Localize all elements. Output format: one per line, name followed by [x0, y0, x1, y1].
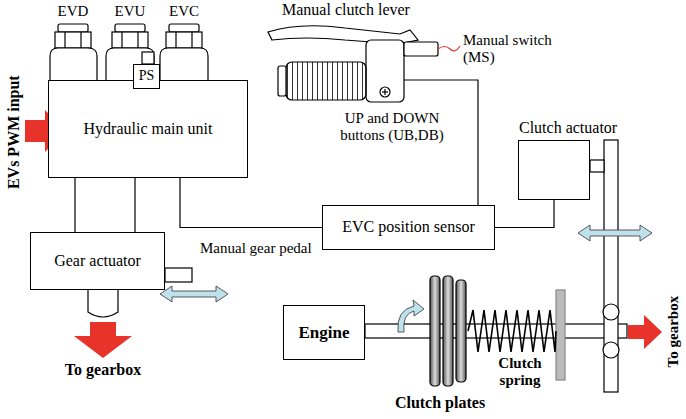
manual-switch-wire	[438, 46, 460, 51]
node-label: Hydraulic main unit	[84, 120, 213, 138]
connector-line	[495, 200, 554, 228]
part-label: Manual gear pedal	[200, 240, 312, 257]
node-label: EVC position sensor	[342, 218, 474, 236]
part-label: UP and DOWN buttons (UB,DB)	[326, 110, 458, 145]
node-label: Engine	[298, 323, 349, 343]
pressure-plate	[556, 290, 565, 380]
switch-body	[404, 42, 438, 56]
part-label: Clutch spring	[485, 355, 555, 390]
node-label: Gear actuator	[54, 252, 141, 270]
motion-arrow	[160, 286, 228, 302]
grip	[286, 62, 366, 100]
connector-line	[180, 178, 322, 228]
valve-evd	[50, 24, 97, 82]
connector-line	[75, 178, 135, 232]
gearbox-arrow	[628, 315, 662, 349]
part-label: EVC	[159, 3, 209, 20]
part-label: EVD	[48, 3, 98, 20]
actuator-box: Gear actuator	[30, 232, 165, 290]
part-label: To gearbox	[43, 361, 163, 379]
part-label: Clutch plates	[370, 394, 510, 412]
node-label: PS	[139, 68, 155, 84]
process-box: Hydraulic main unit	[48, 80, 248, 178]
gear-shaft	[88, 290, 118, 317]
clutch-spring	[468, 310, 556, 352]
up-down-button	[380, 87, 390, 97]
part-label: EVs PWM input	[5, 75, 23, 189]
rotation-arrow	[398, 300, 424, 332]
part-label: EVU	[105, 3, 155, 20]
clutch-plate	[456, 280, 466, 382]
part-label: Manual clutch lever	[282, 1, 410, 19]
gearbox-arrow	[74, 322, 132, 358]
pressure-sensor-box: PS	[133, 64, 160, 89]
clutch-plate	[443, 276, 453, 386]
valve-evc	[160, 24, 208, 82]
clutch-plate	[430, 276, 440, 386]
bearing	[603, 304, 619, 320]
motion-arrow	[578, 225, 652, 241]
node-label: Clutch actuator	[519, 119, 617, 137]
engine-box: Engine	[283, 305, 365, 360]
lever-housing	[366, 40, 404, 102]
clutch-rod	[604, 140, 618, 392]
gear-pedal-rod	[165, 268, 192, 282]
actuator-box: Clutch actuator	[518, 140, 590, 200]
sensor-box: EVC position sensor	[322, 205, 495, 250]
part-label: Manual switch (MS)	[463, 32, 581, 67]
part-label: To gearbox	[665, 296, 682, 368]
